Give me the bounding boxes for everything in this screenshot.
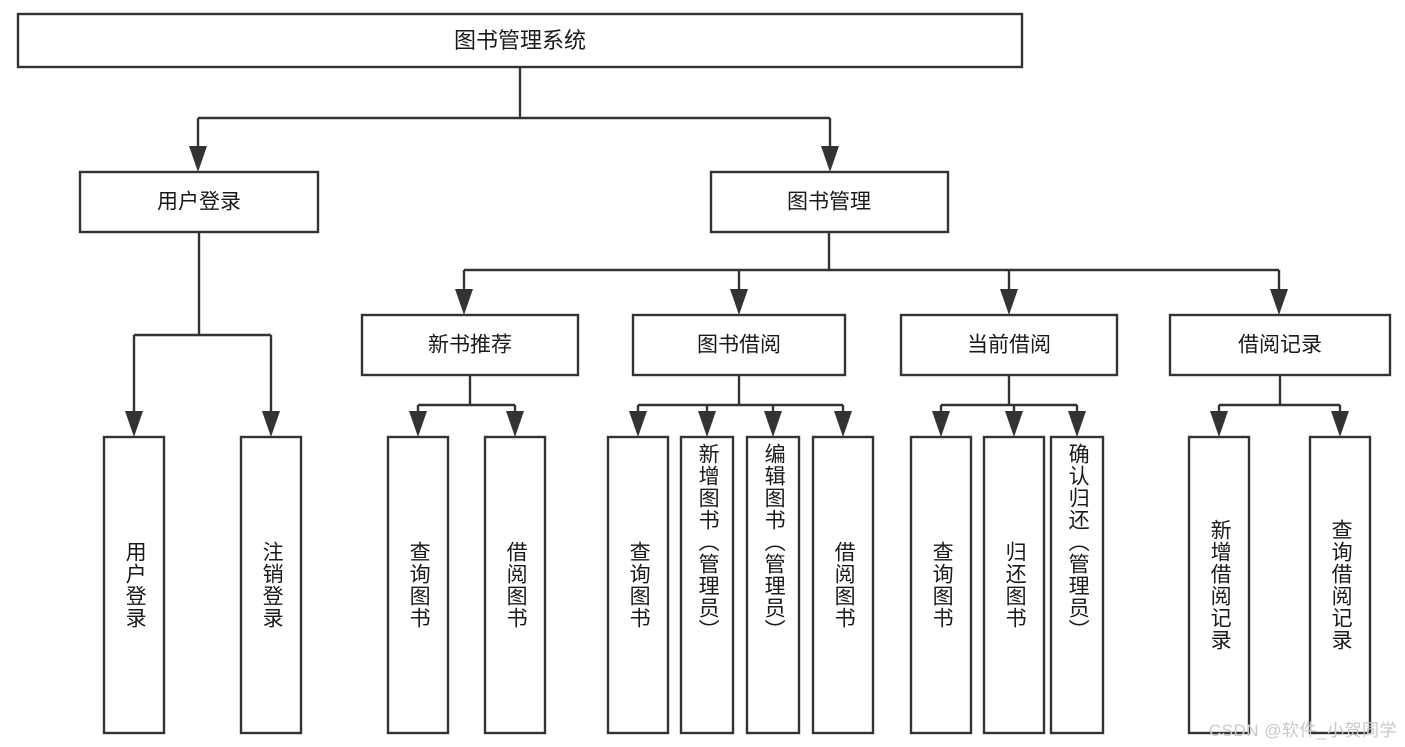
node-user-login-box	[78, 170, 320, 234]
node-current-borrow[interactable]: 当前借阅	[899, 313, 1119, 377]
node-book-borrow[interactable]: 图书借阅	[631, 313, 847, 377]
leaf-borrow-book-2-box[interactable]	[811, 435, 875, 735]
arrow-to-leaf-query-book-1	[409, 411, 427, 437]
node-user-login-label: 用户登录	[157, 191, 241, 214]
arrow-to-leaf-add-record	[1210, 411, 1228, 437]
connector-borrow-record-to-leaves	[1210, 375, 1349, 437]
leaf-logout-box[interactable]	[239, 435, 303, 735]
node-book-manage[interactable]: 图书管理	[709, 170, 950, 234]
arrow-to-leaf-query-record	[1331, 411, 1349, 437]
leaf-borrow-book-1-box[interactable]	[483, 435, 547, 735]
arrow-to-leaf-confirm-return	[1068, 411, 1086, 437]
arrow-to-leaf-query-book-3	[932, 411, 950, 437]
node-book-manage-label: 图书管理	[787, 191, 871, 214]
connector-new-book-rec-to-leaves	[409, 375, 524, 437]
leaf-query-record-box[interactable]	[1308, 435, 1372, 735]
arrow-to-leaf-query-book-2	[629, 411, 647, 437]
arrow-to-leaf-user-login	[125, 411, 143, 437]
node-new-book-rec-box	[360, 313, 580, 377]
arrow-to-leaf-add-book	[698, 411, 716, 437]
leaf-boxes	[102, 435, 1372, 735]
node-borrow-record-label: 借阅记录	[1238, 334, 1322, 357]
leaf-edit-book-box[interactable]	[745, 435, 801, 735]
leaf-query-book-2-box[interactable]	[606, 435, 670, 735]
arrow-to-user-login	[189, 146, 207, 172]
node-user-login[interactable]: 用户登录	[78, 170, 320, 234]
arrow-to-current-borrow	[1000, 289, 1018, 315]
arrow-to-leaf-borrow-book-2	[834, 411, 852, 437]
node-new-book-rec[interactable]: 新书推荐	[360, 313, 580, 377]
leaf-query-book-3-box[interactable]	[909, 435, 973, 735]
leaf-query-book-1-box[interactable]	[386, 435, 450, 735]
node-current-borrow-label: 当前借阅	[967, 334, 1051, 357]
node-book-borrow-label: 图书借阅	[697, 334, 781, 357]
node-new-book-rec-label: 新书推荐	[428, 334, 512, 357]
node-root-label: 图书管理系统	[454, 28, 586, 53]
connector-book-manage-to-level3	[455, 232, 1288, 315]
arrow-to-leaf-return-book	[1005, 411, 1023, 437]
csdn-watermark: CSDN @软件_小贺同学	[1208, 721, 1397, 740]
arrow-to-book-borrow	[730, 289, 748, 315]
arrow-to-leaf-borrow-book-1	[506, 411, 524, 437]
connector-user-login-to-leaves	[125, 232, 280, 437]
arrow-to-book-manage	[821, 146, 839, 172]
node-current-borrow-box	[899, 313, 1119, 377]
arrow-to-leaf-logout	[262, 411, 280, 437]
node-borrow-record[interactable]: 借阅记录	[1168, 313, 1392, 377]
leaf-add-record-box[interactable]	[1187, 435, 1251, 735]
leaf-confirm-return-box[interactable]	[1049, 435, 1105, 735]
arrow-to-leaf-edit-book	[764, 411, 782, 437]
node-root-box	[16, 12, 1024, 69]
connector-current-borrow-to-leaves	[932, 375, 1086, 437]
node-root[interactable]: 图书管理系统	[16, 12, 1024, 69]
arrow-to-new-book-rec	[455, 289, 473, 315]
connector-book-borrow-to-leaves	[629, 375, 852, 437]
leaf-return-book-box[interactable]	[982, 435, 1046, 735]
arrow-to-borrow-record	[1270, 289, 1288, 315]
connector-root-to-level2	[189, 67, 839, 172]
leaf-add-book-box[interactable]	[679, 435, 735, 735]
leaf-user-login-box[interactable]	[102, 435, 166, 735]
